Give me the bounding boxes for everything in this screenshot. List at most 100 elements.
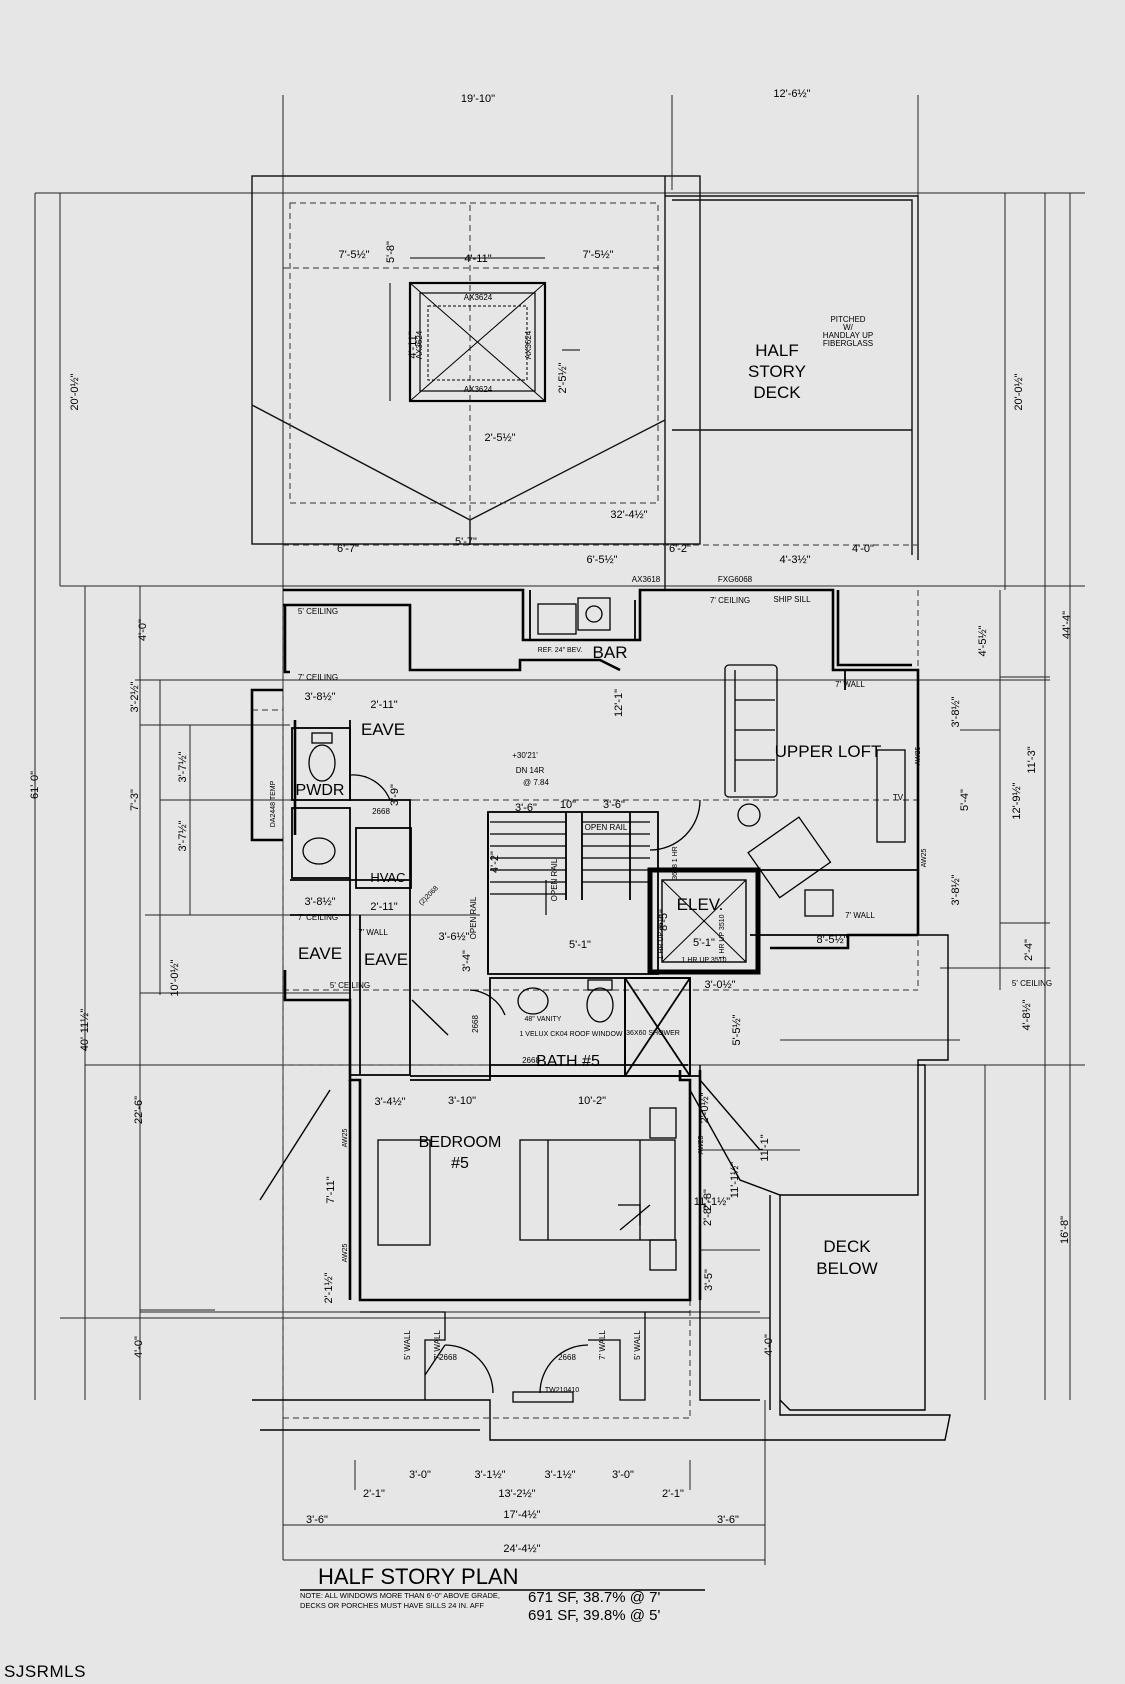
dimension-label: 44'-4" [1061, 611, 1073, 639]
dimension-label: 4'-0" [852, 543, 874, 555]
annotation-label: AX3618 [632, 575, 661, 584]
dimension-label: 12'-6½" [773, 88, 810, 100]
dimension-label: 3'-6½" [438, 931, 469, 943]
dimension-label: 3'-6" [717, 1514, 739, 1526]
annotation-label: AW25 [915, 746, 922, 765]
annotation-label: 5' CEILING [1012, 979, 1052, 988]
skylight-well [389, 257, 580, 403]
dimension-label: 4'-3½" [779, 554, 810, 566]
pitched-roof-note: W/ [843, 323, 854, 332]
pitched-roof-note: HANDLAY UP [823, 331, 873, 340]
annotation-label: SHIP SILL [773, 595, 811, 604]
dimension-label: 7'-11" [325, 1176, 337, 1203]
annotation-label: 2668 [522, 1056, 540, 1065]
annotation-label: AX3624 [464, 293, 493, 302]
dimension-label: 3'-10" [448, 1095, 476, 1107]
room-label-bar: BAR [593, 643, 628, 662]
dimension-label: 2'-5½" [484, 432, 515, 444]
annotation-label: 7' WALL [835, 680, 865, 689]
dimension-label: 3'-0" [612, 1469, 634, 1481]
annotation-label: 48" VANITY [525, 1016, 562, 1023]
annotation-label: 1 HR UP 3510 [658, 914, 665, 959]
area-summary: 691 SF, 39.8% @ 5' [528, 1607, 660, 1624]
fixtures-furniture [302, 597, 906, 1403]
dimension-label: 3'-6" [306, 1514, 328, 1526]
dimension-label: 13'-2½" [498, 1488, 535, 1500]
dimension-label: 2'-1½" [323, 1272, 335, 1303]
dimension-label: 3'-5" [703, 1269, 715, 1291]
annotation-label: TV [893, 793, 904, 802]
dimension-label: 7'-5½" [338, 249, 369, 261]
annotation-label: 7' WALL [433, 1330, 442, 1360]
annotation-label: AW25 [342, 1128, 349, 1147]
annotation-label: TW210410 [545, 1387, 579, 1394]
dimension-label: 2'-5½" [557, 362, 569, 393]
exterior-walls [250, 588, 920, 1302]
extension-lines [34, 95, 1085, 1565]
annotation-label: 7' WALL [598, 1330, 607, 1360]
annotation-label: 7' CEILING [710, 596, 750, 605]
room-label-half-story-deck: STORY [748, 362, 806, 381]
dimension-label: 5'-4" [959, 789, 971, 811]
dimension-label: 20'-0½" [69, 373, 81, 410]
dimension-label: 2'-8" [702, 1204, 714, 1226]
dimension-label: 3'-7½" [177, 751, 189, 782]
dimension-label: 3'-8½" [950, 874, 962, 905]
room-label-bedroom: #5 [451, 1155, 469, 1172]
annotation-label: 2668 [558, 1353, 576, 1362]
text-layer: 19'-10"12'-6½"7'-5½"5'-8"4'-11"7'-5½"4'-… [29, 88, 1073, 1624]
dimension-label: 3'-6" [515, 802, 537, 814]
deck-below-outline [252, 934, 951, 1441]
dimension-label: 4'-5½" [977, 625, 989, 656]
dimension-label: 8'-5" [658, 909, 670, 931]
dimension-label: 11'-1½" [729, 1162, 741, 1198]
dimension-label: 11'-1" [759, 1134, 771, 1161]
room-label-half-story-deck: HALF [755, 341, 798, 360]
dimension-label: 6'-5½" [586, 554, 617, 566]
note-text: DECKS OR PORCHES MUST HAVE SILLS 24 IN. … [300, 1601, 484, 1610]
room-label-bath: BATH #5 [536, 1053, 600, 1070]
annotation-label: 1 HR UP 3510 [719, 914, 726, 959]
dimension-label: 4'-2" [489, 851, 501, 873]
roof-outline [251, 175, 919, 590]
dimension-label: 5'-5½" [731, 1014, 743, 1045]
dimension-label: 10" [560, 799, 576, 811]
dimension-label: 11'-3" [1026, 746, 1038, 773]
annotation-label: 2668 [372, 807, 390, 816]
dimension-label: 24'-4½" [503, 1543, 540, 1555]
dimension-label: 20'-0½" [1013, 373, 1025, 410]
dimension-label: 3'-9" [389, 784, 401, 806]
room-label-deck-below: BELOW [816, 1259, 877, 1278]
annotation-label: DN 14R [516, 766, 545, 775]
dimension-label: 3'-2½" [129, 681, 141, 712]
dimension-label: 8'-5½" [816, 934, 847, 946]
room-label-elev: ELEV. [677, 895, 724, 914]
room-label-eave: EAVE [298, 944, 342, 963]
dimension-label: 12'-9½" [1011, 782, 1023, 819]
dimension-label: 3'-4½" [374, 1096, 405, 1108]
dimension-label: 11'-1½" [694, 1196, 730, 1208]
annotation-label: REF. 24" BEV. [538, 647, 583, 654]
pitched-roof-note: PITCHED [830, 315, 865, 324]
dimension-label: 4'-11" [407, 331, 419, 358]
dimension-label: 3'-8½" [304, 691, 335, 703]
annotation-label: 7' CEILING [298, 913, 338, 922]
dimension-label: 5'-1" [693, 937, 715, 949]
mls-watermark: SJSRMLS [4, 1662, 86, 1681]
dimension-label: 2'-8" [702, 1189, 714, 1211]
annotation-label: @ 7.84 [523, 778, 549, 787]
pitched-roof-note: FIBERGLASS [823, 339, 873, 348]
room-label-bedroom: BEDROOM [419, 1134, 502, 1151]
dimension-label: 3'-6" [603, 799, 625, 811]
room-label-upper-loft: UPPER LOFT [775, 742, 882, 761]
annotation-label: AX3624 [415, 330, 424, 359]
dimension-label: 61'-0" [29, 771, 41, 799]
note-text: NOTE: ALL WINDOWS MORE THAN 6'-0" ABOVE … [300, 1591, 500, 1600]
annotation-label: AW25 [698, 1135, 705, 1154]
dimension-label: 3'-0" [409, 1469, 431, 1481]
stair-treads [490, 821, 650, 915]
annotation-label: DA2448 TEMP [270, 780, 277, 827]
annotation-label: 36X60 SHOWER [626, 1030, 680, 1037]
dimension-label: 3'-1½" [544, 1469, 575, 1481]
